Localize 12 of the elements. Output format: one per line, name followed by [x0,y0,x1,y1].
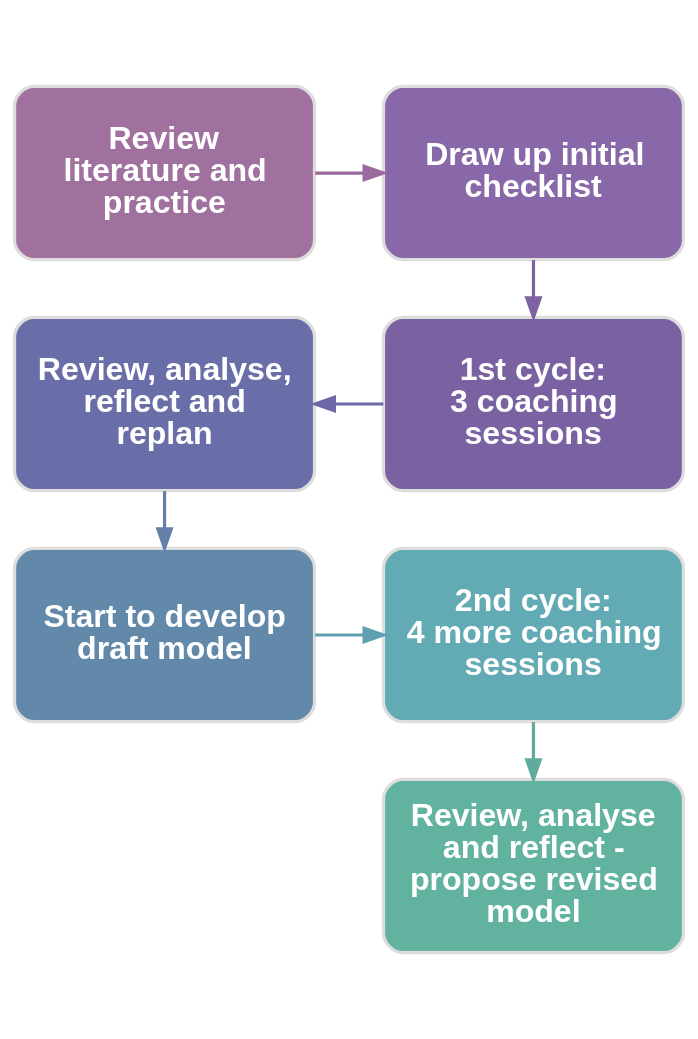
arrow [155,491,174,554]
arrow [315,626,389,644]
node-box: Review, analyse and reflect - propose revised model [381,777,686,955]
node-box: Review literature and practice [12,84,317,262]
node-box: 1st cycle: 3 coaching sessions [381,315,686,493]
arrow [310,395,384,413]
node-box: 2nd cycle: 4 more coaching sessions [381,546,686,724]
node-box: Review, analyse, reflect and replan [12,315,317,493]
arrow [315,164,389,183]
node-box: Draw up initial checklist [381,84,686,262]
arrow [524,722,543,785]
node-box: Start to develop draft model [12,546,317,724]
